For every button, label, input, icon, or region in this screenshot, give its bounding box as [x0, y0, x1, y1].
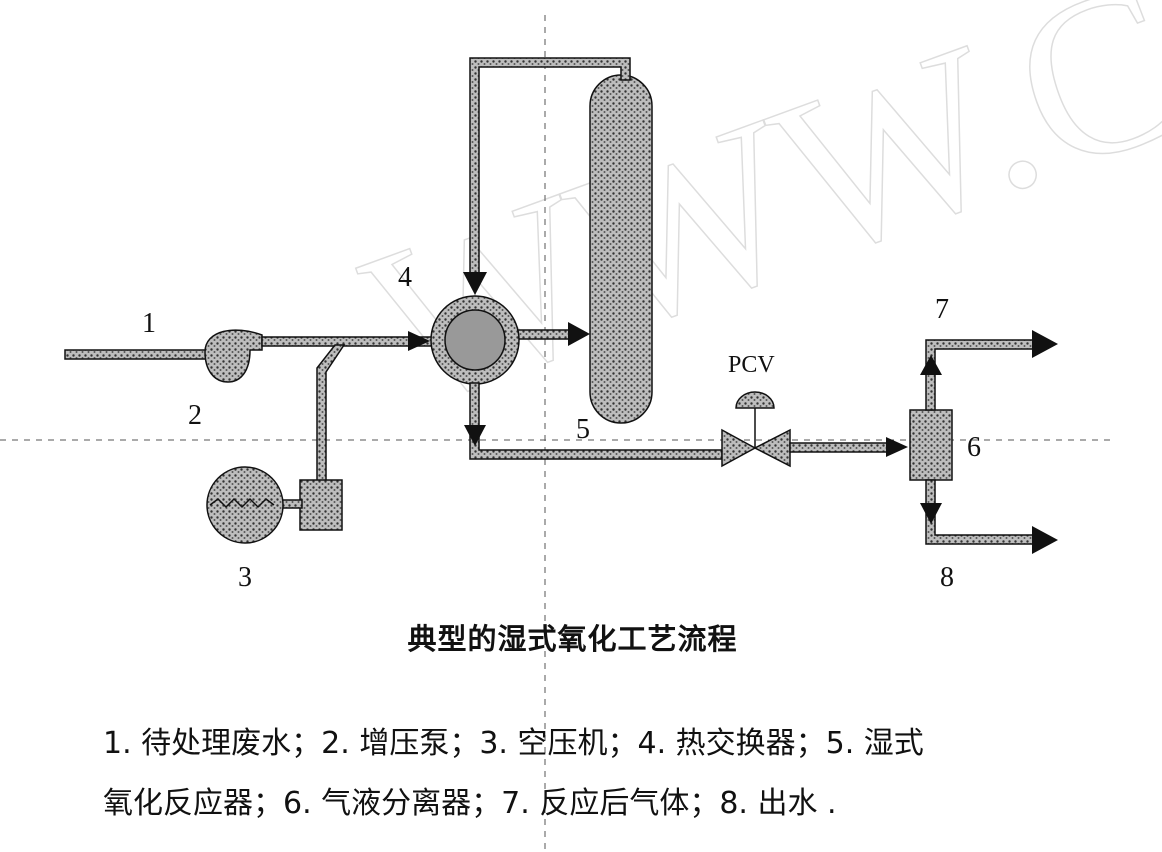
booster-pump — [204, 329, 263, 383]
heat-exchanger-core — [444, 309, 506, 371]
arrow-into-reactor — [568, 322, 590, 346]
pcv-actuator — [735, 391, 775, 409]
wet-oxidation-reactor — [589, 74, 653, 424]
label-8-water: 8 — [940, 562, 954, 593]
label-2-pump: 2 — [188, 400, 202, 431]
compressor-connector — [299, 479, 343, 531]
gas-liquid-separator — [909, 409, 953, 481]
legend-line-2: 氧化反应器；6. 气液分离器；7. 反应后气体；8. 出水 . — [103, 786, 837, 821]
arrow-down-into-exchanger — [463, 272, 487, 295]
watermark: WWW.C — [337, 0, 1162, 457]
exchanger-to-reactor-pipe — [514, 329, 576, 340]
arrow-up-gas — [920, 355, 942, 375]
diagram-title: 典型的湿式氧化工艺流程 — [407, 622, 738, 656]
label-4-heat-exchanger: 4 — [398, 262, 412, 293]
arrow-down-water — [920, 503, 942, 524]
label-pcv: PCV — [728, 352, 775, 378]
air-branch-pipe — [316, 344, 346, 483]
valve-to-separator-pipe — [789, 442, 891, 453]
arrow-water-out — [1032, 526, 1058, 554]
label-5-reactor: 5 — [576, 414, 590, 445]
label-7-gas: 7 — [935, 294, 949, 325]
water-outlet-pipe — [925, 479, 1036, 545]
pcv-valve-body — [721, 428, 791, 468]
legend-line-1: 1. 待处理废水；2. 增压泵；3. 空压机；4. 热交换器；5. 湿式 — [103, 726, 924, 761]
label-6-separator: 6 — [967, 432, 981, 463]
label-1-wastewater: 1 — [142, 308, 156, 339]
gas-outlet-pipe — [925, 339, 1036, 411]
arrow-down-from-exchanger — [464, 425, 486, 446]
label-3-compressor: 3 — [238, 562, 252, 593]
arrow-gas-out — [1032, 330, 1058, 358]
arrow-into-separator — [886, 437, 908, 457]
compressor-rotor — [209, 497, 275, 509]
compressor-link — [281, 499, 303, 509]
pump-to-exchanger-pipe — [261, 336, 433, 347]
arrow-into-exchanger — [408, 331, 430, 351]
inlet-pipe — [64, 349, 211, 360]
